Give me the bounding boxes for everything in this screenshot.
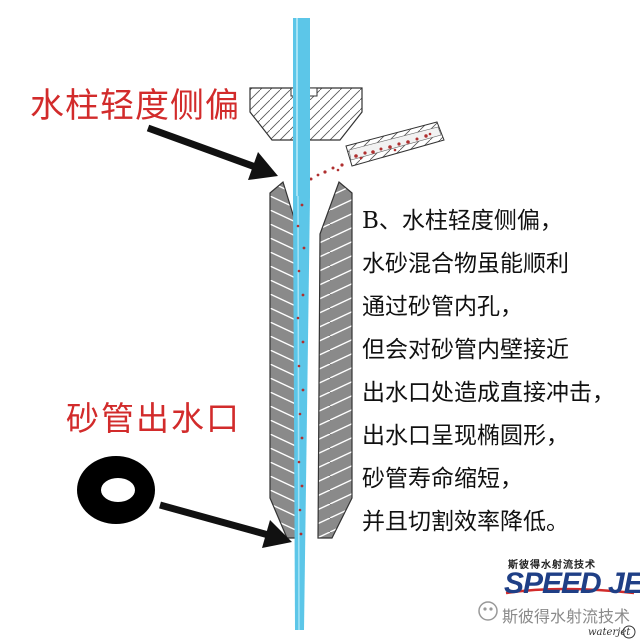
deflection-arrow	[146, 124, 278, 180]
label-tube-outlet: 砂管出水口	[66, 399, 241, 438]
abrasive-feed-tube	[309, 121, 445, 181]
description-line: 出水口处造成直接冲击，	[362, 380, 615, 406]
description-line: 水砂混合物虽能顺利	[362, 251, 569, 277]
mixing-tube	[269, 180, 353, 539]
description-line: 通过砂管内孔，	[362, 294, 523, 320]
water-column	[293, 18, 310, 631]
brand-subtitle: 斯彼得水射流技术	[508, 560, 596, 571]
description-line: 出水口呈现椭圆形，	[362, 423, 569, 449]
description-line: 并且切割效率降低。	[362, 509, 569, 535]
brand-logo: SPEED JET	[504, 567, 640, 600]
waterjet-small-icon	[622, 625, 636, 639]
description-line: 但会对砂管内壁接近	[362, 337, 569, 363]
description-line: 砂管寿命缩短，	[362, 466, 523, 492]
description-text: B、水柱轻度侧偏， 水砂混合物虽能顺利 通过砂管内孔， 但会对砂管内壁接近 出水…	[362, 200, 632, 544]
watermark-small-text: waterjet	[588, 627, 631, 638]
speedjet-logo-mark	[505, 587, 635, 595]
description-line: B、水柱轻度侧偏，	[362, 208, 563, 234]
watermark-icon	[478, 601, 498, 621]
outlet-arrow	[159, 501, 292, 548]
outlet-ellipse-icon	[77, 456, 155, 524]
watermark-text: 斯彼得水射流技术	[502, 607, 631, 626]
label-column-deflect: 水柱轻度侧偏	[30, 86, 240, 126]
